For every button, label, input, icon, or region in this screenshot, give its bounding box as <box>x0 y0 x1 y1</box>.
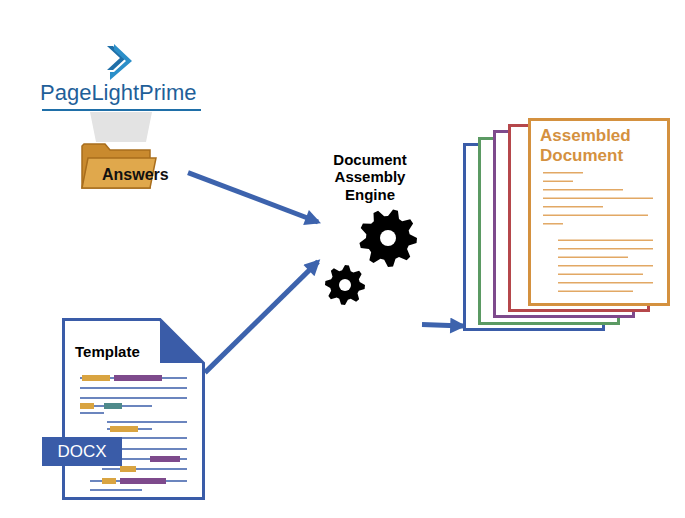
page-outline <box>64 320 204 499</box>
text-line <box>80 387 187 389</box>
text-line <box>107 437 187 439</box>
gear <box>325 265 365 305</box>
text-line <box>90 489 142 491</box>
text-line <box>543 206 603 208</box>
field-placeholder <box>114 375 162 381</box>
assembled-document-stack-text: Assembled Document <box>540 126 658 167</box>
field-placeholder <box>80 403 94 409</box>
field-placeholder <box>104 403 122 409</box>
text-line <box>543 172 583 174</box>
field-placeholder <box>110 426 138 432</box>
text-line <box>558 248 653 250</box>
flow-arrow <box>205 262 318 373</box>
field-placeholder <box>120 466 136 472</box>
flow-arrow <box>422 325 463 326</box>
gear-hole <box>339 279 351 291</box>
stacked-page <box>530 120 669 305</box>
light-beam <box>90 112 152 142</box>
text-line <box>543 181 573 183</box>
text-line <box>558 291 633 293</box>
docx-badge: DOCX <box>42 437 122 466</box>
assembly-engine: Document Assembly Engine <box>318 150 422 330</box>
logo-text: PageLightPrime <box>40 80 197 106</box>
text-line <box>558 282 653 284</box>
assembly-engine-text: Document Assembly Engine <box>318 151 422 203</box>
logo-underline <box>42 109 201 111</box>
text-line <box>558 240 653 242</box>
text-line <box>543 215 648 217</box>
text-line <box>107 421 187 423</box>
text-line <box>102 468 187 470</box>
docx-badge-text: DOCX <box>42 442 122 462</box>
flow-arrow <box>188 173 318 222</box>
text-line <box>80 397 187 399</box>
text-line <box>80 412 104 414</box>
assembled-document-stack: Assembled Document <box>463 118 670 332</box>
text-line <box>543 189 623 191</box>
answers-folder: Answers <box>80 138 188 192</box>
text-line <box>122 448 187 450</box>
gear-hole <box>380 230 396 246</box>
text-line <box>558 257 628 259</box>
text-line <box>558 265 653 267</box>
text-line <box>558 274 643 276</box>
gear <box>359 209 417 267</box>
answers-folder-text: Answers <box>102 165 186 184</box>
template-document: DOCXTemplate <box>62 318 205 500</box>
text-line <box>543 223 563 225</box>
logo-chevron <box>110 44 132 80</box>
page-fold <box>160 320 204 364</box>
field-placeholder <box>102 478 116 484</box>
template-document-text: Template <box>75 343 175 361</box>
field-placeholder <box>82 375 110 381</box>
answers-folder-outline <box>80 138 188 192</box>
field-placeholder <box>120 478 166 484</box>
badge-fill <box>42 437 122 466</box>
text-line <box>543 198 653 200</box>
field-placeholder <box>150 456 180 462</box>
